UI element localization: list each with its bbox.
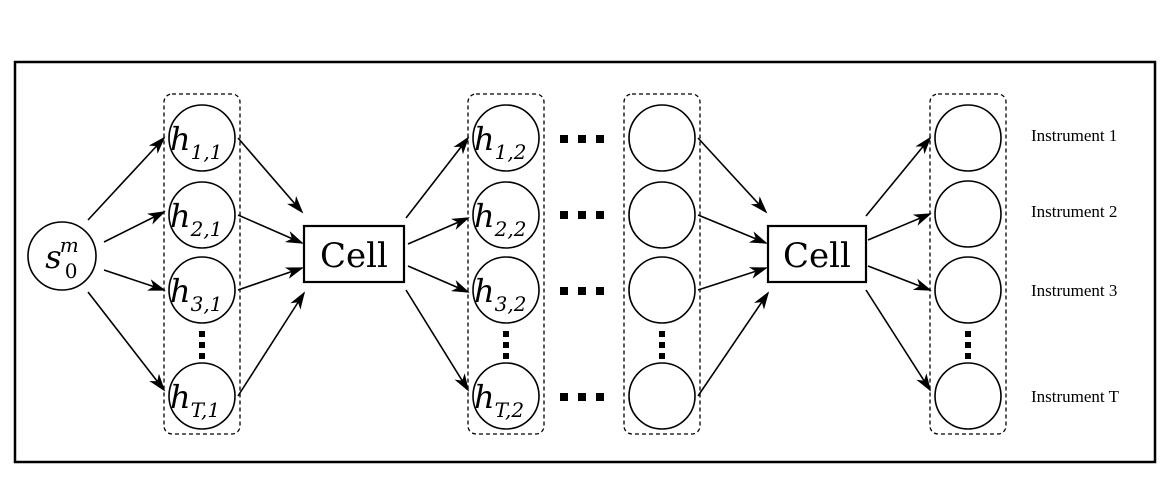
svg-text:h2,2: h2,2 <box>474 197 526 241</box>
arrows-cell2-to-output <box>865 136 932 392</box>
hidden-node-T-1: hT,1 <box>168 362 236 430</box>
arrows-cell1-to-col2 <box>405 136 470 392</box>
vertical-ellipsis-output <box>965 331 971 359</box>
horizontal-ellipsis-row2 <box>560 211 604 219</box>
svg-text:h1,2: h1,2 <box>474 120 526 164</box>
vertical-ellipsis-col2 <box>503 331 509 359</box>
output-nodes <box>934 104 1002 430</box>
cell-box-1: Cell <box>302 224 406 284</box>
horizontal-ellipsis-row3 <box>560 287 604 295</box>
vertical-ellipsis-colN <box>659 331 665 359</box>
arrows-col1-to-cell1 <box>237 137 306 397</box>
columnN-nodes <box>628 104 696 430</box>
column1-nodes: h1,1 h2,1 h3,1 hT,1 <box>168 104 236 430</box>
outer-frame <box>13 60 1157 464</box>
column2-group <box>467 93 545 435</box>
output-column-group <box>929 93 1007 435</box>
arrows-colN-to-cell2 <box>697 137 770 397</box>
instrument-label-1: Instrument 1 <box>1031 126 1117 145</box>
cell-2-label: Cell <box>783 236 851 276</box>
horizontal-ellipses <box>560 135 604 401</box>
horizontal-ellipsis-row1 <box>560 135 604 143</box>
svg-text:h3,1: h3,1 <box>170 272 222 316</box>
svg-text:hT,1: hT,1 <box>170 378 220 422</box>
instrument-labels: Instrument 1 Instrument 2 Instrument 3 I… <box>1031 126 1120 406</box>
output-node-T <box>934 362 1002 430</box>
cell-box-2: Cell <box>766 224 868 284</box>
columnN-node-3 <box>628 256 696 324</box>
column1-group <box>163 93 241 435</box>
svg-text:hT,2: hT,2 <box>474 378 524 422</box>
instrument-label-T: Instrument T <box>1031 387 1120 406</box>
instrument-label-2: Instrument 2 <box>1031 202 1117 221</box>
columnN-node-T <box>628 362 696 430</box>
arrows-input-to-col1 <box>87 136 166 392</box>
instrument-label-3: Instrument 3 <box>1031 281 1117 300</box>
column2-nodes: h1,2 h2,2 h3,2 hT,2 <box>472 104 540 430</box>
hidden-node-3-2: h3,2 <box>472 256 540 324</box>
hidden-node-1-1: h1,1 <box>168 104 236 172</box>
output-node-2 <box>934 180 1002 248</box>
svg-text:h2,1: h2,1 <box>170 197 222 241</box>
hidden-node-1-2: h1,2 <box>472 104 540 172</box>
cell-1-label: Cell <box>320 236 388 276</box>
columnN-node-2 <box>628 181 696 249</box>
horizontal-ellipsis-row4 <box>560 393 604 401</box>
hidden-node-2-1: h2,1 <box>168 181 236 249</box>
columnN-group <box>623 93 701 435</box>
hidden-node-T-2: hT,2 <box>472 362 540 430</box>
vertical-ellipsis-col1 <box>199 331 205 359</box>
output-node-3 <box>934 256 1002 324</box>
output-node-1 <box>934 104 1002 172</box>
hidden-node-3-1: h3,1 <box>168 256 236 324</box>
hidden-node-2-2: h2,2 <box>472 181 540 249</box>
svg-text:h1,1: h1,1 <box>170 120 222 164</box>
svg-text:h3,2: h3,2 <box>474 272 526 316</box>
columnN-node-1 <box>628 104 696 172</box>
